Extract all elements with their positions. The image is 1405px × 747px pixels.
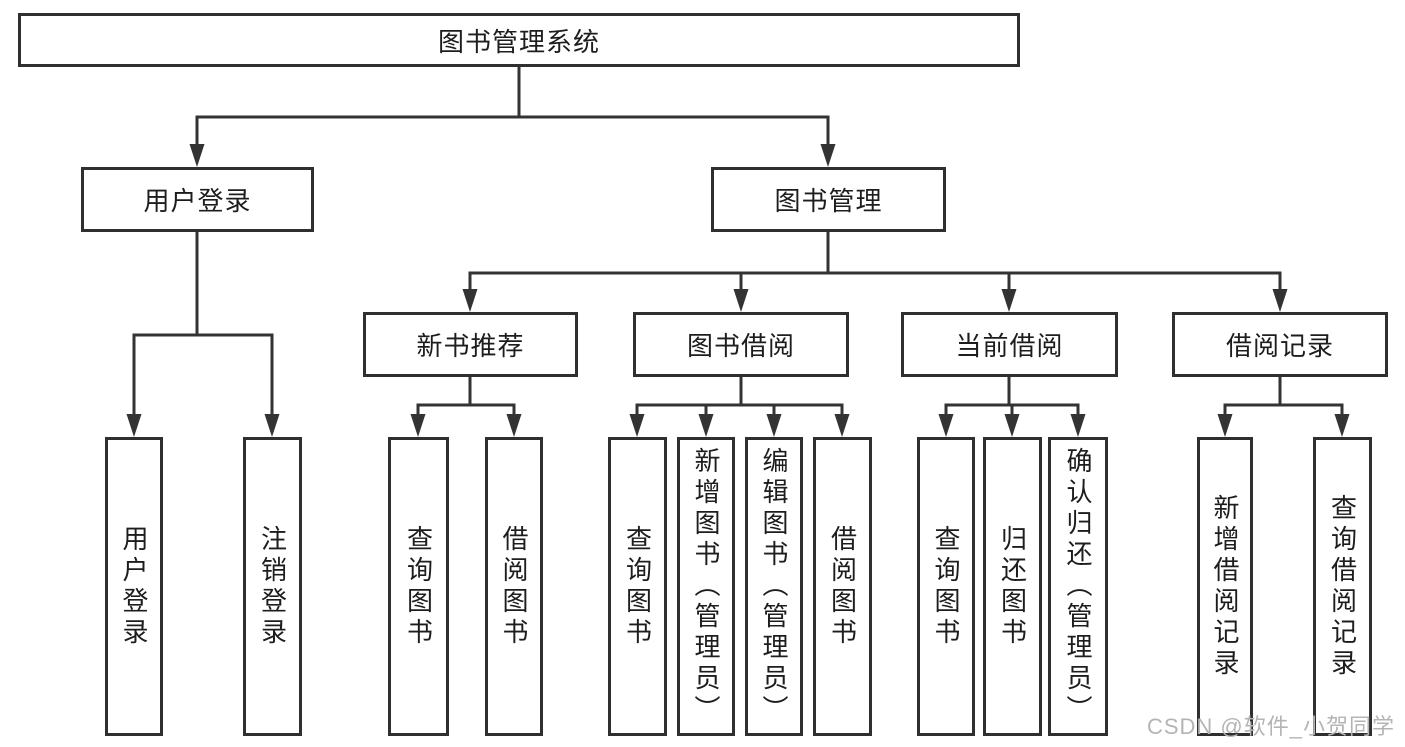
leaf-query-books-borrowing-label: 查询图书 <box>622 524 653 649</box>
arrowhead-down-icon <box>462 289 478 312</box>
leaf-confirm-return-admin-label: 确认归还（管理员） <box>1063 447 1093 726</box>
csdn-watermark: CSDN @软件_小贺同学 <box>1146 714 1395 739</box>
arrowhead-down-icon <box>820 144 836 167</box>
arrowhead-down-icon <box>410 414 426 437</box>
node-library-system: 图书管理系统 <box>18 13 1020 67</box>
leaf-add-book-admin: 新增图书（管理员） <box>677 437 735 736</box>
node-book-borrowing: 图书借阅 <box>633 312 849 377</box>
node-user-login: 用户登录 <box>81 167 314 232</box>
connector-current-borrowing-branch <box>938 377 1086 437</box>
leaf-query-books-recommend-label: 查询图书 <box>403 524 434 649</box>
arrowhead-down-icon <box>1004 414 1020 437</box>
leaf-add-book-admin-label: 新增图书（管理员） <box>691 447 721 726</box>
arrowhead-down-icon <box>698 414 714 437</box>
arrowhead-down-icon <box>1272 289 1288 312</box>
connector-user-login-branch <box>126 232 280 437</box>
arrowhead-down-icon <box>264 414 280 437</box>
node-borrowing-records-label: 借阅记录 <box>1225 331 1334 361</box>
leaf-return-books-label: 归还图书 <box>997 524 1028 649</box>
arrowhead-down-icon <box>1334 414 1350 437</box>
arrowhead-down-icon <box>733 289 749 312</box>
leaf-add-borrow-record: 新增借阅记录 <box>1197 437 1253 736</box>
leaf-query-books-current-label: 查询图书 <box>931 524 961 649</box>
arrowhead-down-icon <box>506 414 522 437</box>
node-library-system-label: 图书管理系统 <box>437 26 600 57</box>
node-book-management: 图书管理 <box>711 167 946 232</box>
node-book-management-label: 图书管理 <box>774 186 883 216</box>
node-new-book-recommendation-label: 新书推荐 <box>416 331 525 361</box>
node-book-borrowing-label: 图书借阅 <box>686 331 795 361</box>
arrowhead-down-icon <box>189 144 205 167</box>
leaf-return-books: 归还图书 <box>983 437 1042 736</box>
leaf-borrow-books-recommend-label: 借阅图书 <box>499 524 529 649</box>
leaf-edit-book-admin: 编辑图书（管理员） <box>745 437 803 736</box>
node-borrowing-records: 借阅记录 <box>1172 312 1388 377</box>
connector-book-management-branch <box>462 232 1288 312</box>
leaf-confirm-return-admin: 确认归还（管理员） <box>1048 437 1108 736</box>
arrowhead-down-icon <box>766 414 782 437</box>
leaf-query-books-current: 查询图书 <box>917 437 975 736</box>
leaf-borrow-books-borrowing: 借阅图书 <box>813 437 872 736</box>
arrowhead-down-icon <box>1217 414 1233 437</box>
connector-root-to-level2 <box>189 67 836 167</box>
arrowhead-down-icon <box>126 414 142 437</box>
node-new-book-recommendation: 新书推荐 <box>363 312 578 377</box>
leaf-user-login: 用户登录 <box>105 437 163 736</box>
leaf-edit-book-admin-label: 编辑图书（管理员） <box>759 447 789 726</box>
node-user-login-label: 用户登录 <box>143 186 252 216</box>
connector-new-book-recommendation-branch <box>410 377 522 437</box>
node-current-borrowing: 当前借阅 <box>901 312 1118 377</box>
arrowhead-down-icon <box>1001 289 1017 312</box>
leaf-query-borrow-record-label: 查询借阅记录 <box>1327 493 1358 680</box>
arrowhead-down-icon <box>1070 414 1086 437</box>
connector-borrowing-records-branch <box>1217 377 1350 437</box>
leaf-borrow-books-borrowing-label: 借阅图书 <box>827 524 858 649</box>
leaf-query-books-borrowing: 查询图书 <box>608 437 667 736</box>
leaf-user-login-label: 用户登录 <box>119 524 149 649</box>
leaf-add-borrow-record-label: 新增借阅记录 <box>1210 493 1240 680</box>
leaf-borrow-books-recommend: 借阅图书 <box>485 437 543 736</box>
leaf-query-borrow-record: 查询借阅记录 <box>1313 437 1372 736</box>
arrowhead-down-icon <box>629 414 645 437</box>
arrowhead-down-icon <box>834 414 850 437</box>
leaf-logout-label: 注销登录 <box>257 524 288 649</box>
leaf-logout: 注销登录 <box>243 437 302 736</box>
arrowhead-down-icon <box>938 414 954 437</box>
node-current-borrowing-label: 当前借阅 <box>955 331 1064 361</box>
connector-book-borrowing-branch <box>629 377 850 437</box>
leaf-query-books-recommend: 查询图书 <box>388 437 449 736</box>
